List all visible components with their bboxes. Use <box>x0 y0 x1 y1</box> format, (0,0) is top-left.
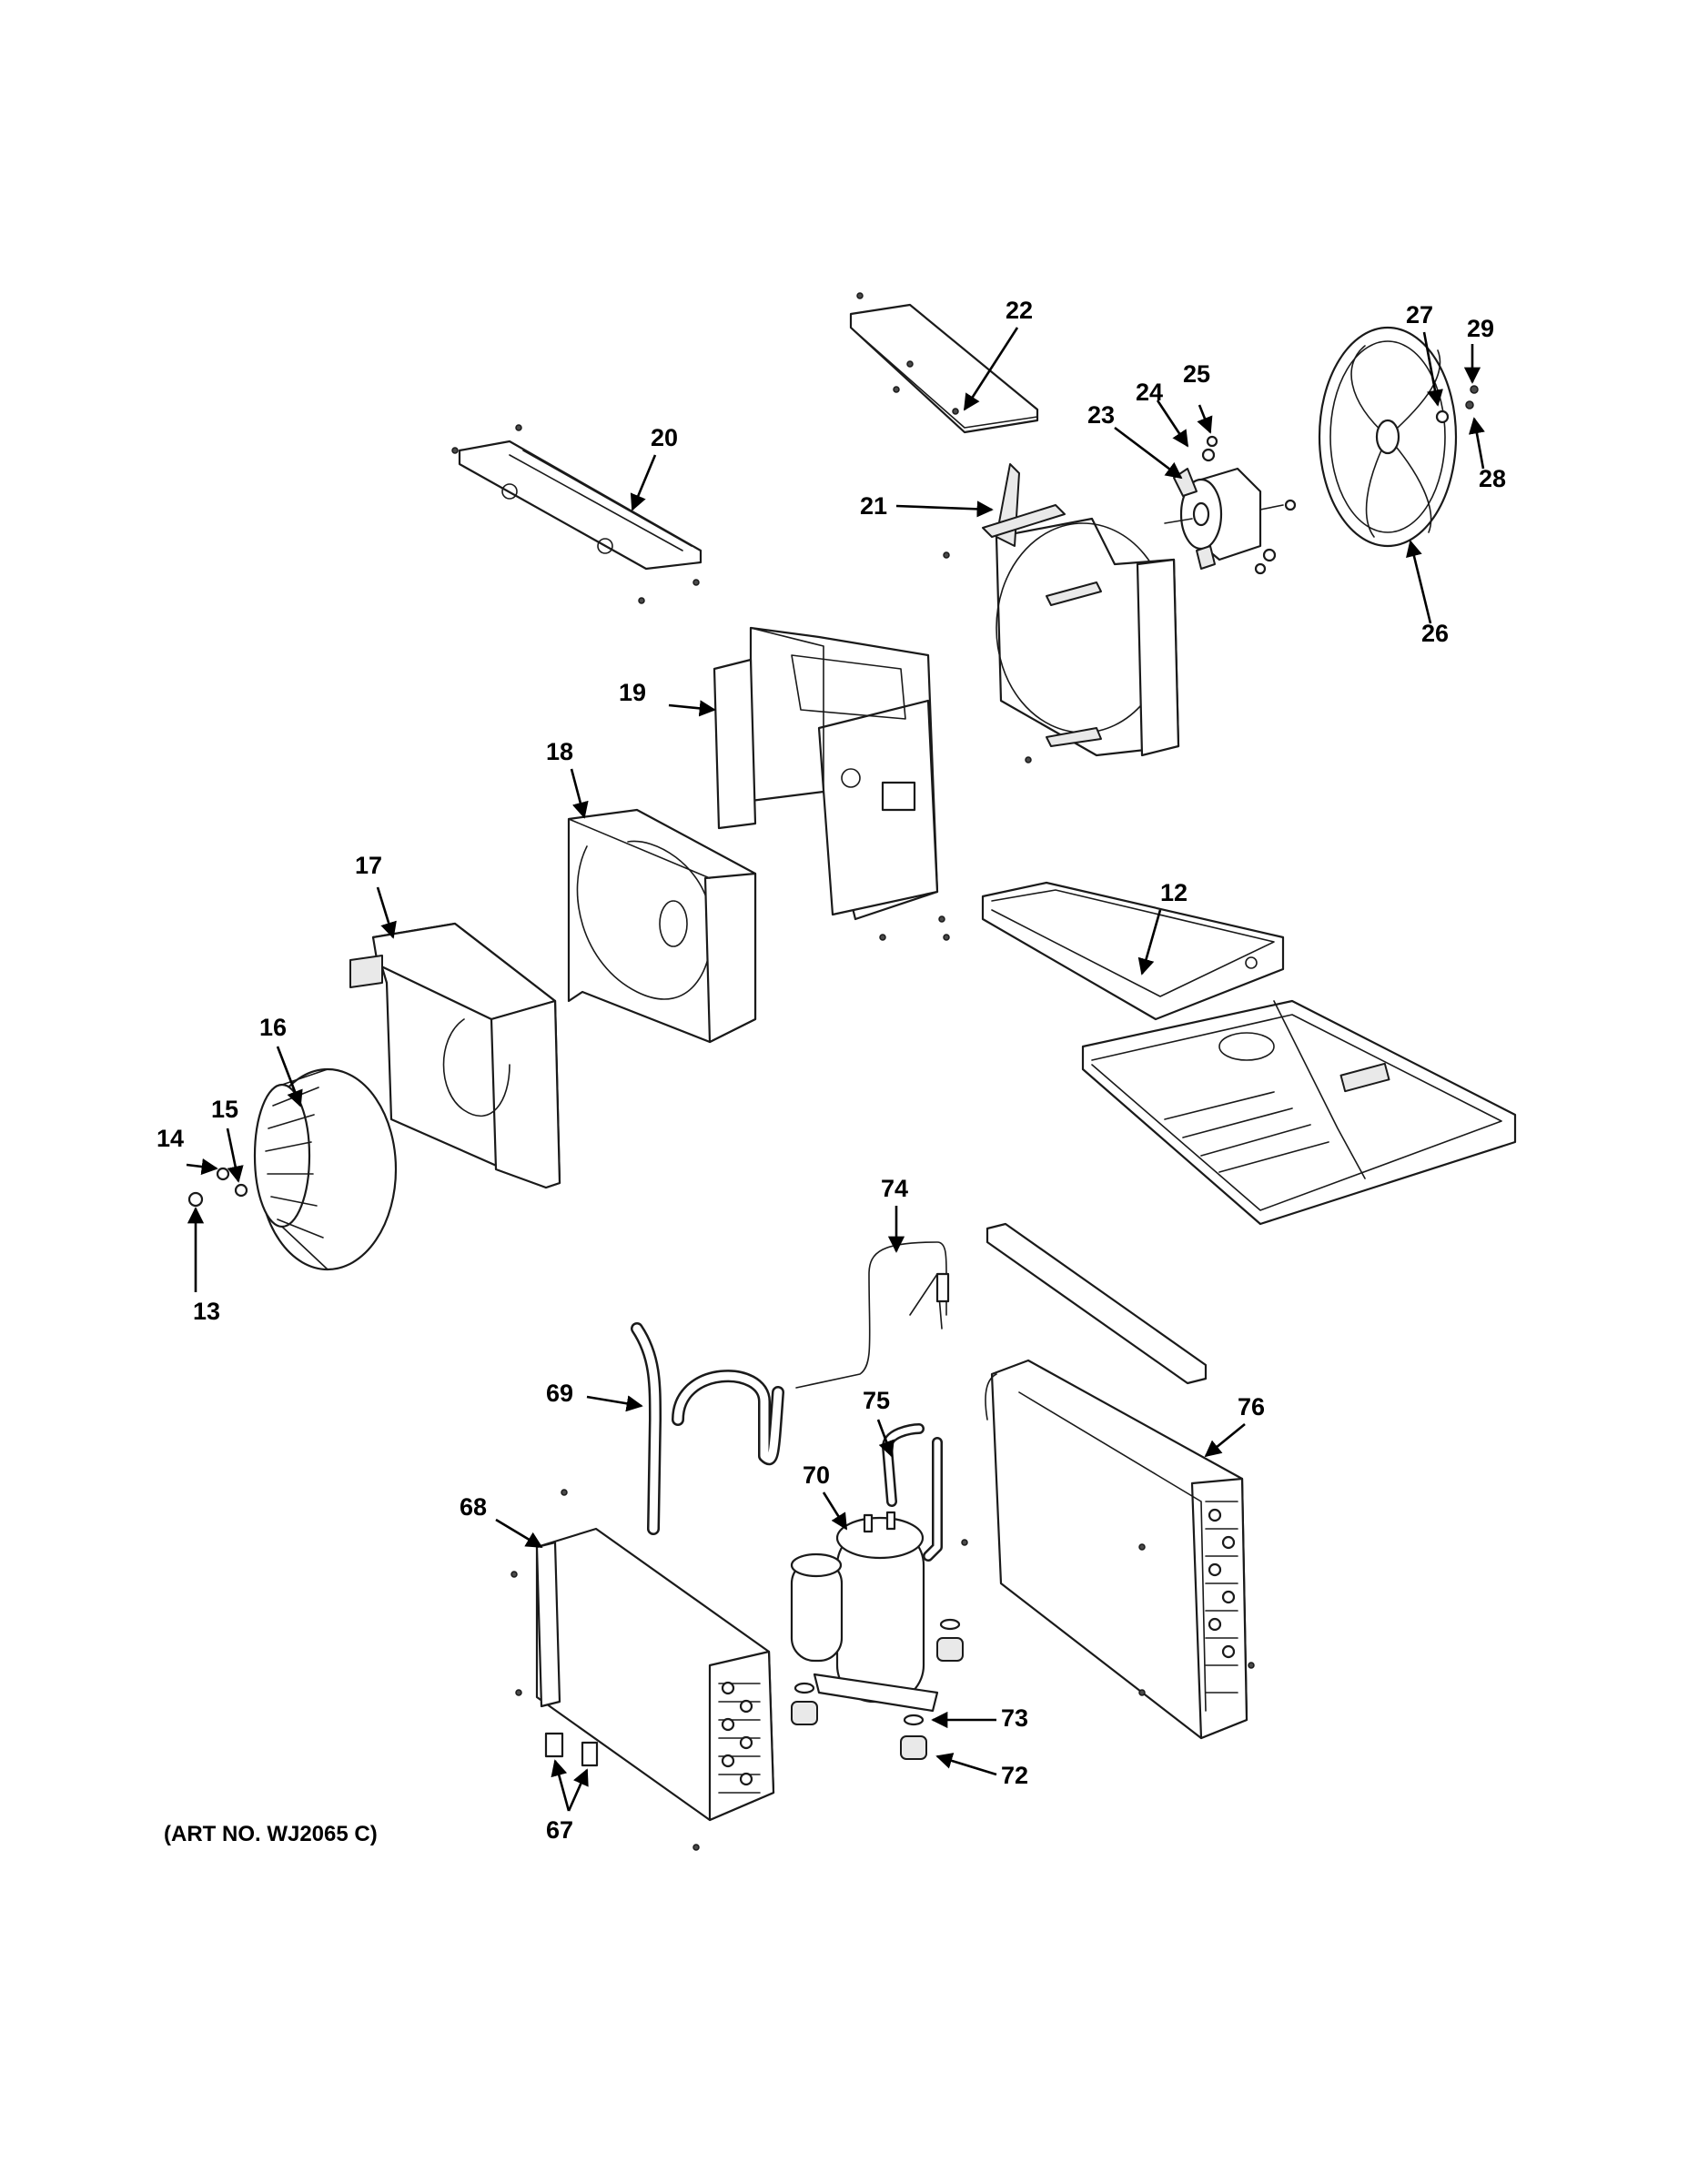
part-74-capillary-tube <box>795 1241 950 1389</box>
callout-23: 23 <box>1087 401 1115 429</box>
callout-22: 22 <box>1006 297 1033 324</box>
callout-20: 20 <box>651 424 678 451</box>
part-70-compressor <box>790 1511 939 1713</box>
callout-69: 69 <box>546 1380 573 1407</box>
part-69-suction-tube <box>631 1322 784 1535</box>
part-20-top-panel <box>451 424 702 604</box>
callout-19: 19 <box>619 679 646 706</box>
callout-14: 14 <box>157 1125 184 1152</box>
part-22-cover-plate <box>849 292 1039 434</box>
part-12-drain-channel <box>981 881 1285 1021</box>
part-21-fan-shroud <box>943 463 1180 763</box>
callout-13: 13 <box>193 1298 220 1325</box>
callout-68: 68 <box>460 1493 487 1521</box>
callout-28: 28 <box>1479 465 1506 492</box>
callout-21: 21 <box>860 492 887 520</box>
callout-27: 27 <box>1406 301 1433 329</box>
callout-24: 24 <box>1136 379 1163 406</box>
callout-70: 70 <box>803 1461 830 1489</box>
callout-15: 15 <box>211 1096 238 1123</box>
callout-25: 25 <box>1183 360 1210 388</box>
callout-18: 18 <box>546 738 573 765</box>
part-13-15-hardware <box>187 1167 248 1208</box>
part-68-evaporator-coil <box>510 1489 775 1851</box>
part-18-blower-housing <box>567 808 757 1044</box>
callout-17: 17 <box>355 852 382 879</box>
callout-74: 74 <box>881 1175 908 1202</box>
callout-67: 67 <box>546 1816 573 1844</box>
foam-strip <box>986 1222 1208 1385</box>
part-23-fan-motor <box>1164 435 1297 575</box>
callout-labels: 22 20 21 23 24 25 27 29 28 26 19 18 17 1… <box>157 297 1506 1846</box>
callout-76: 76 <box>1238 1393 1265 1421</box>
callout-16: 16 <box>259 1014 287 1041</box>
base-pan <box>1081 999 1517 1226</box>
part-76-condenser-coil <box>961 1359 1255 1740</box>
part-16-blower-wheel <box>253 1067 398 1271</box>
callout-72: 72 <box>1001 1762 1028 1789</box>
part-67-clips <box>544 1732 599 1767</box>
callout-75: 75 <box>863 1387 890 1414</box>
part-19-control-box <box>713 626 950 941</box>
leader-lines <box>186 327 1485 1812</box>
part-26-condenser-fan-blade <box>1318 326 1479 548</box>
callout-73: 73 <box>1001 1704 1028 1732</box>
callout-12: 12 <box>1160 879 1188 906</box>
part-72-73-grommets <box>791 1618 964 1760</box>
callout-26: 26 <box>1421 620 1449 647</box>
part-17-air-duct <box>349 922 561 1189</box>
art-number: (ART NO. WJ2065 C) <box>164 1822 378 1846</box>
callout-29: 29 <box>1467 315 1494 342</box>
